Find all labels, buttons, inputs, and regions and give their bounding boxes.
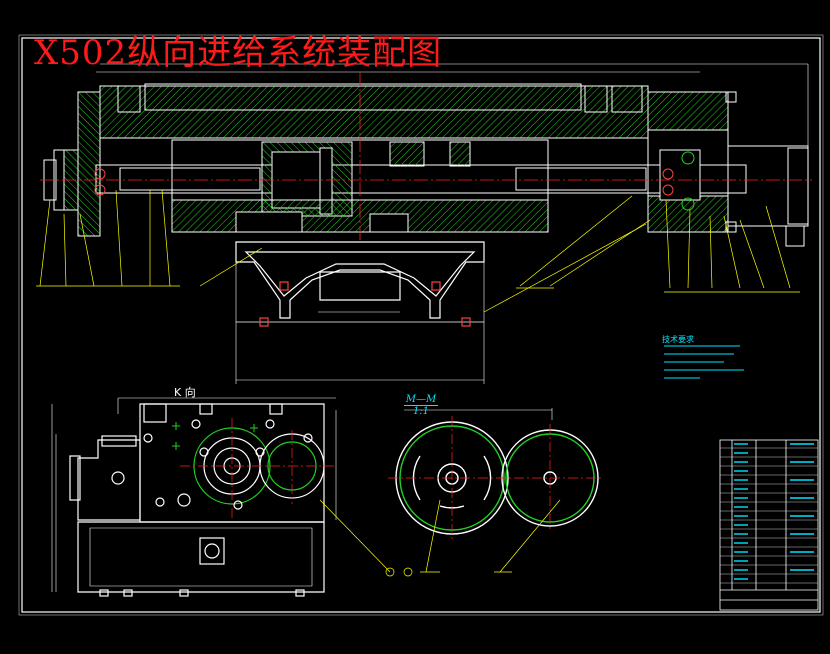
centerlines — [40, 72, 812, 240]
section-m-label: M—M 1:1 — [404, 394, 438, 417]
drawing-frame — [18, 34, 824, 616]
title-block-rows — [720, 447, 818, 584]
technical-notes-lines — [664, 345, 744, 379]
leader-lines-main — [36, 189, 800, 313]
section-m-m-centerlines — [388, 416, 604, 540]
k-view-leaders — [319, 499, 413, 577]
main-section-view — [43, 63, 809, 247]
section-m-scale: 1:1 — [412, 406, 430, 417]
base-bracket — [235, 241, 485, 384]
k-view-label: K 向 — [174, 386, 196, 399]
k-view-hatch-marks — [172, 422, 258, 450]
section-m-name: M—M — [404, 394, 438, 406]
k-view-centerlines — [180, 418, 336, 518]
section-m-m-leaders — [420, 499, 561, 573]
technical-notes-title: 技术要求 — [662, 335, 694, 344]
title-block-text-marks — [734, 443, 814, 580]
drawing-title: X502纵向进给系统装配图 — [34, 33, 443, 73]
k-view — [51, 397, 337, 597]
section-m-m — [395, 408, 599, 535]
